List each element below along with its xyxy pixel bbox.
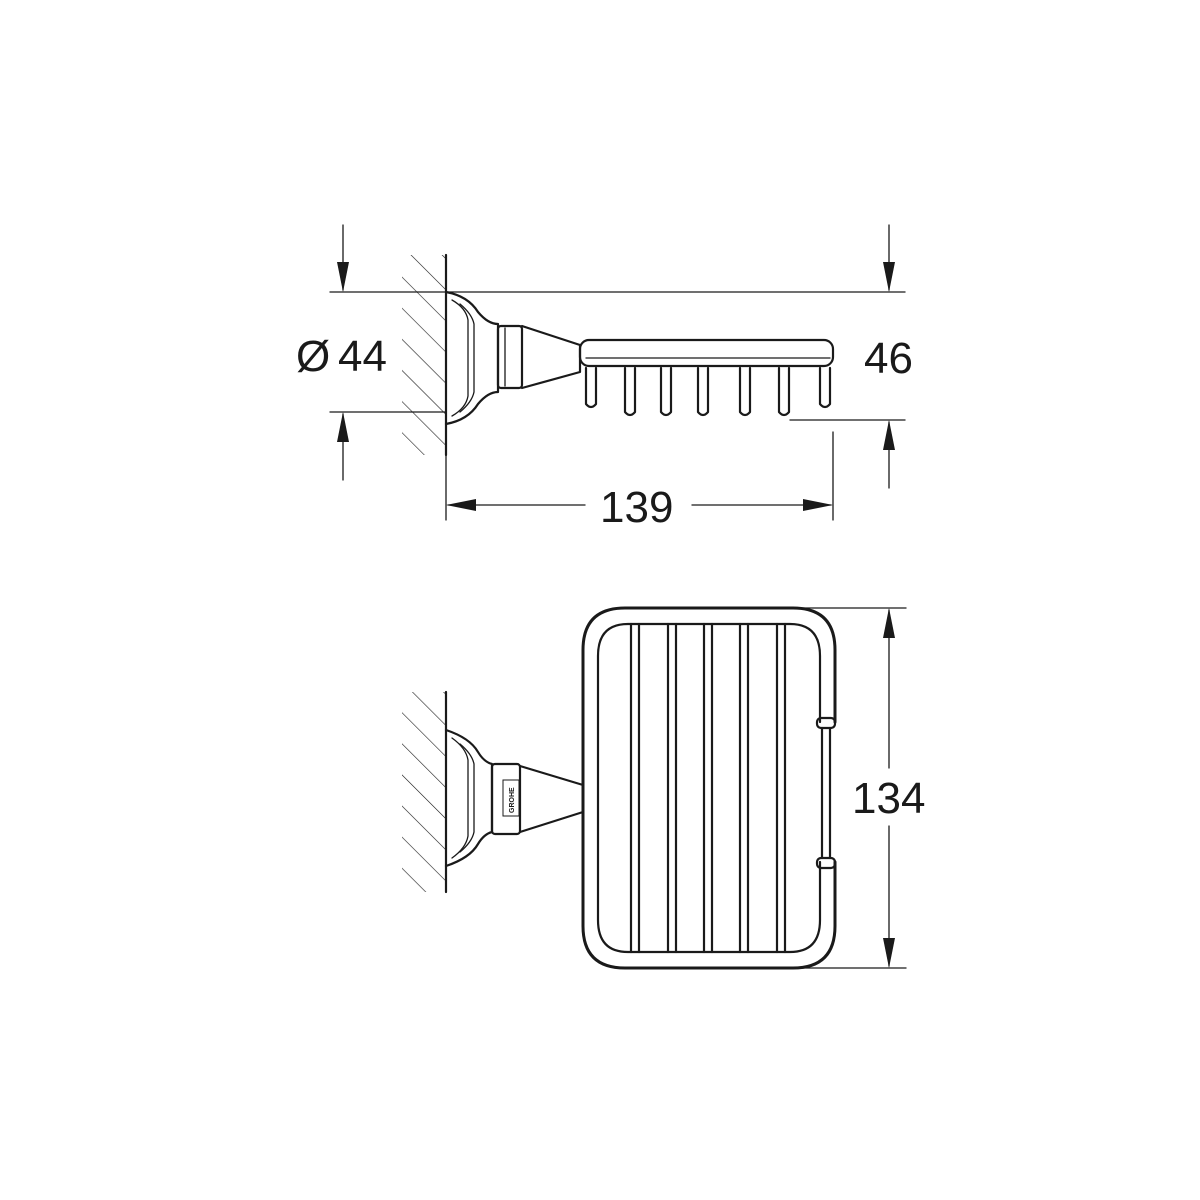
diameter-value: 44 xyxy=(338,332,387,381)
basket-tines xyxy=(584,366,832,417)
top-view: GROHE xyxy=(402,606,925,970)
diameter-symbol: Ø xyxy=(296,332,330,381)
dimension-diameter: Ø 44 xyxy=(296,224,447,481)
wall-top-view xyxy=(402,690,448,894)
dimension-height: 46 xyxy=(445,224,913,489)
basket-top xyxy=(581,606,837,970)
arm-top: GROHE xyxy=(490,762,585,836)
arm-side xyxy=(496,324,582,390)
dimension-projection: 139 xyxy=(445,431,834,532)
side-view: Ø 44 46 139 xyxy=(296,224,913,532)
brand-logo-text: GROHE xyxy=(509,787,516,813)
wall-side-view xyxy=(402,253,448,457)
basket-clip xyxy=(815,716,837,870)
height-value: 46 xyxy=(864,334,913,383)
dimension-width: 134 xyxy=(799,607,925,969)
brand-logo: GROHE xyxy=(502,779,520,817)
width-value: 134 xyxy=(852,774,925,823)
basket-side xyxy=(578,338,835,417)
rosette-top xyxy=(444,728,494,868)
projection-value: 139 xyxy=(600,483,673,532)
basket-slats xyxy=(629,622,787,954)
rosette-side xyxy=(444,290,500,426)
